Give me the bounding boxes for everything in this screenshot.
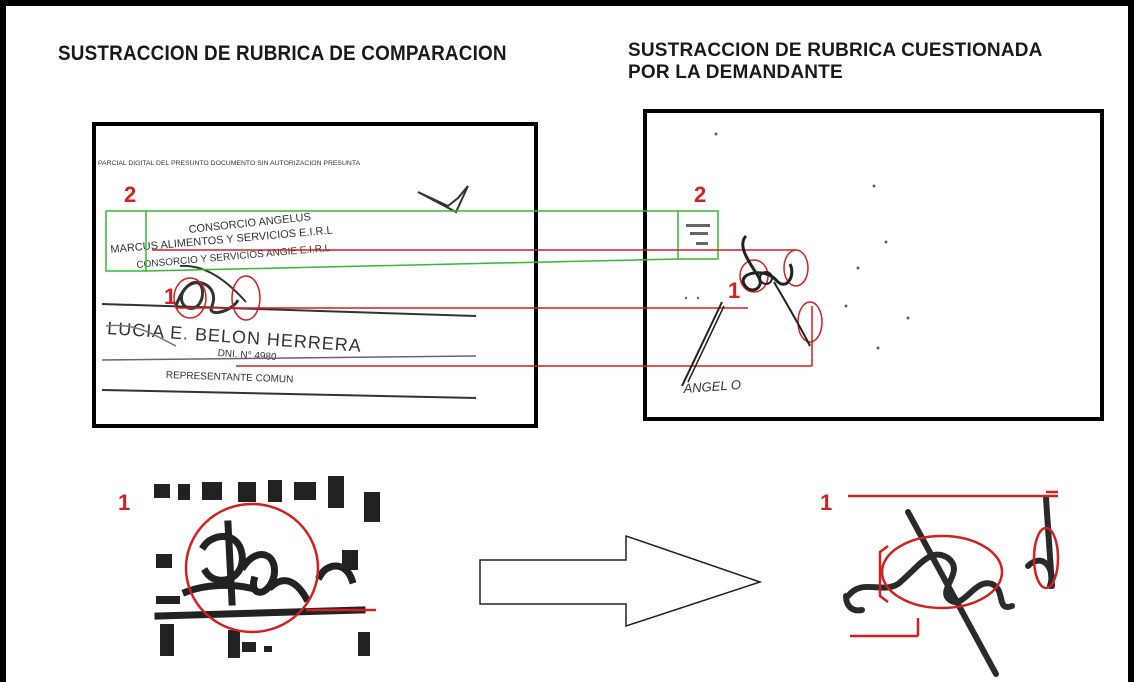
questioned-title-line2: POR LA DEMANDANTE	[628, 62, 843, 83]
zoomed-questioned-signature	[843, 490, 1060, 677]
comparison-signature-icon	[174, 280, 240, 315]
marker-1-left: 1	[164, 284, 177, 309]
marker-2-right: 2	[694, 182, 707, 207]
right-document-specks	[684, 132, 910, 350]
red-correspondence-marks	[152, 249, 823, 367]
marker-1-zoom-right: 1	[820, 490, 833, 515]
annotation-overlay	[101, 132, 1060, 677]
marker-2-left: 2	[124, 182, 137, 207]
questioned-signature-icon	[681, 234, 811, 387]
marker-1-right: 1	[728, 278, 741, 303]
marker-1-zoom-left: 1	[118, 490, 131, 515]
left-document-graphics	[101, 185, 477, 399]
right-outline-arrow-icon	[479, 534, 763, 628]
stamp-logo-icon	[417, 185, 469, 214]
green-correspondence-marks	[105, 210, 719, 272]
comparison-document-crop: PARCIAL DIGITAL DEL PRESUNTO DOCUMENTO S…	[92, 122, 538, 428]
zoomed-comparison-signature	[154, 476, 380, 658]
questioned-signature-title: SUSTRACCION DE RUBRICA CUESTIONADA POR L…	[628, 40, 1128, 84]
comparison-signature-title: SUSTRACCION DE RUBRICA DE COMPARACION	[58, 42, 507, 65]
questioned-document-crop: ANGEL O	[643, 109, 1104, 421]
document-header-text: PARCIAL DIGITAL DEL PRESUNTO DOCUMENTO S…	[98, 160, 361, 167]
questioned-title-line1: SUSTRACCION DE RUBRICA CUESTIONADA	[628, 40, 1043, 61]
